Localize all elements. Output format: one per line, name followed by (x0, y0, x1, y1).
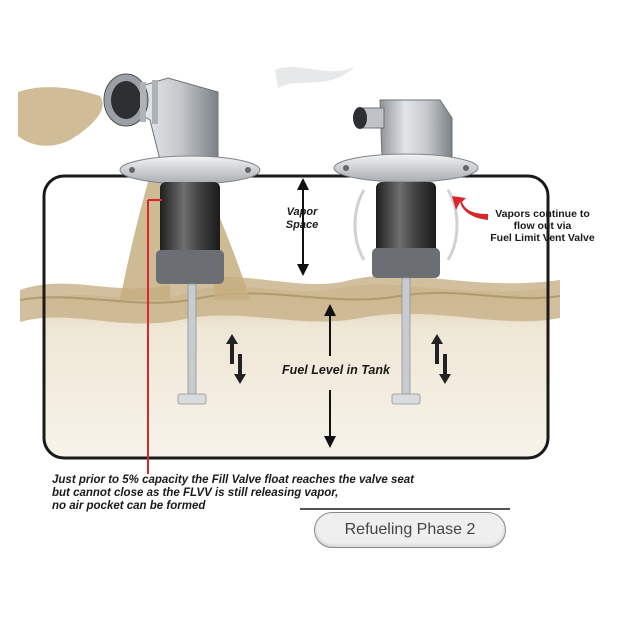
float-motion-left-icon (226, 334, 246, 384)
phase-divider (300, 508, 510, 510)
vapor-space-arrow (297, 178, 309, 276)
caption-line1: Just prior to 5% capacity the Fill Valve… (52, 474, 414, 486)
fuel-level-arrow (324, 304, 336, 448)
vapor-space-line2: Space (285, 219, 319, 231)
caption-line3: no air pocket can be formed (52, 500, 206, 512)
caption-line2: but cannot close as the FLVV is still re… (52, 487, 339, 499)
vapor-flow-arrow (452, 196, 488, 220)
fuel-in-tank (44, 284, 548, 458)
float-motion-right-icon (431, 334, 451, 384)
vapor-space-label: Vapor Space (262, 206, 342, 232)
fill-valve-left (103, 73, 261, 405)
fuel-level-label: Fuel Level in Tank (282, 363, 390, 377)
vapors-line2: flow out via (513, 220, 572, 232)
vapors-note: Vapors continue to flow out via Fuel Lim… (470, 208, 615, 244)
vapor-space-line1: Vapor (286, 206, 318, 218)
phase-badge: Refueling Phase 2 (314, 512, 506, 548)
fuel-splash-left (18, 87, 103, 146)
flvv-valve-right (275, 66, 479, 405)
vapors-line3: Fuel Limit Vent Valve (490, 232, 595, 244)
tank-outline (42, 174, 550, 460)
caption-pointer (147, 199, 162, 474)
caption: Just prior to 5% capacity the Fill Valve… (52, 474, 572, 513)
vapors-line1: Vapors continue to (495, 208, 590, 220)
